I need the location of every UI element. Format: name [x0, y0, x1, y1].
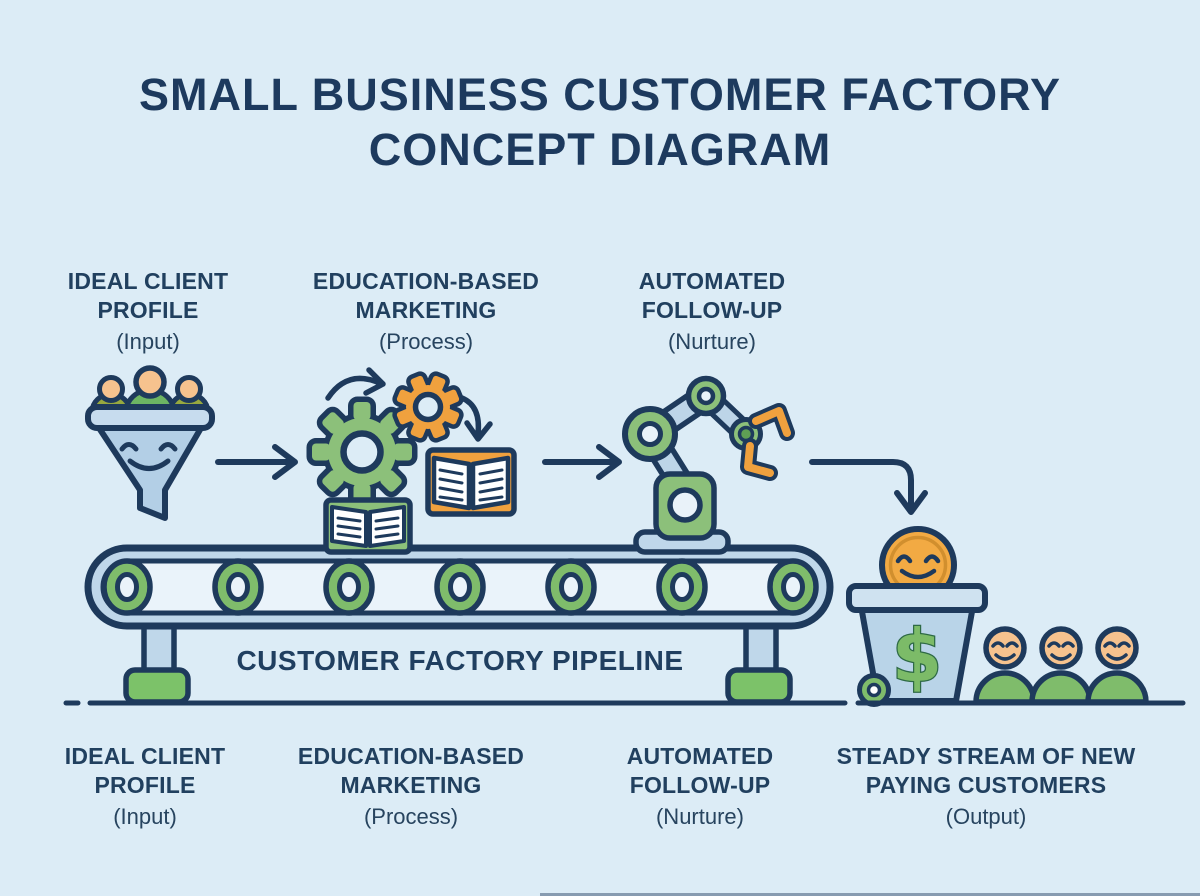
book-text-lines	[438, 468, 504, 502]
coin-smiley-face	[895, 554, 941, 580]
belt-roller	[434, 558, 486, 616]
belt-roller	[767, 558, 819, 616]
title-line-1: SMALL BUSINESS CUSTOMER FACTORY	[139, 69, 1061, 120]
belt-roller	[323, 558, 375, 616]
funnel-cone	[96, 425, 204, 521]
stage-label-bottom-process: EDUCATION-BASED MARKETING (Process)	[280, 742, 542, 832]
robot-gripper-icon	[740, 403, 795, 481]
bin-wheel	[857, 673, 891, 707]
page-title: SMALL BUSINESS CUSTOMER FACTORY CONCEPT …	[0, 68, 1200, 178]
ideal-client-funnel-icon	[85, 365, 215, 521]
lead-head	[133, 365, 167, 399]
robot-joint	[685, 375, 727, 417]
customer-icon	[1029, 626, 1093, 705]
stage-name: IDEAL CLIENT PROFILE	[67, 268, 229, 323]
title-line-2: CONCEPT DIAGRAM	[368, 123, 832, 175]
robot-arm-icon	[622, 375, 795, 555]
customer-icon	[1085, 626, 1149, 705]
stage-phase: (Nurture)	[655, 803, 744, 829]
bin-rim	[846, 583, 988, 613]
bottom-edge-strip	[540, 893, 1200, 896]
robot-base-hole	[667, 487, 703, 523]
stage-name: IDEAL CLIENT PROFILE	[64, 743, 226, 798]
stage-name: EDUCATION-BASED MARKETING	[312, 268, 540, 323]
stage-label-bottom-input: IDEAL CLIENT PROFILE (Input)	[25, 742, 265, 832]
orange-gear-icon	[392, 371, 464, 443]
lead-head	[175, 375, 203, 403]
funnel-smiley-face	[119, 442, 178, 471]
gear-hole	[340, 430, 384, 474]
curved-arrow-down-icon	[809, 459, 928, 515]
dollar-sign-icon: $	[892, 614, 942, 698]
belt-roller	[545, 558, 597, 616]
new-customers-icon	[973, 626, 1149, 705]
belt-rollers	[101, 558, 819, 616]
open-book-icon	[323, 497, 413, 555]
curved-arrow-over-gears-icon	[325, 367, 386, 401]
green-gear-icon	[306, 396, 418, 508]
book-text-lines	[336, 516, 400, 539]
stage-phase: (Process)	[363, 803, 459, 829]
stage-name: STEADY STREAM OF NEW PAYING CUSTOMERS	[836, 743, 1136, 798]
stage-label-bottom-output: STEADY STREAM OF NEW PAYING CUSTOMERS (O…	[828, 742, 1144, 832]
money-bin-icon: $	[846, 583, 988, 707]
belt-roller	[656, 558, 708, 616]
book-page	[470, 455, 511, 511]
customer-icon	[973, 626, 1037, 705]
arrow-right-icon	[542, 444, 622, 480]
stage-phase: (Output)	[945, 803, 1027, 829]
stage-name: AUTOMATED FOLLOW-UP	[638, 268, 786, 323]
robot-joint	[622, 406, 678, 462]
book-page	[431, 455, 472, 511]
curved-arrow-to-book-icon	[459, 395, 493, 442]
funnel-rim	[85, 404, 215, 431]
belt-roller	[212, 558, 264, 616]
stage-phase: (Input)	[113, 803, 177, 829]
stage-label-top-nurture: AUTOMATED FOLLOW-UP (Nurture)	[592, 267, 832, 357]
open-book-icon	[425, 447, 517, 517]
stage-phase: (Process)	[378, 328, 474, 354]
arrow-right-icon	[215, 444, 298, 480]
stage-label-top-input: IDEAL CLIENT PROFILE (Input)	[28, 267, 268, 357]
stage-name: AUTOMATED FOLLOW-UP	[626, 743, 774, 798]
stage-name: EDUCATION-BASED MARKETING	[297, 743, 525, 798]
conveyor-belt-icon	[84, 544, 834, 705]
lead-head	[97, 375, 125, 403]
stage-label-bottom-nurture: AUTOMATED FOLLOW-UP (Nurture)	[578, 742, 822, 832]
belt-roller	[101, 558, 153, 616]
pipeline-label: CUSTOMER FACTORY PIPELINE	[236, 645, 684, 676]
stage-phase: (Input)	[116, 328, 180, 354]
stage-label-top-process: EDUCATION-BASED MARKETING (Process)	[295, 267, 557, 357]
gear-hole	[412, 391, 444, 423]
stage-phase: (Nurture)	[667, 328, 756, 354]
